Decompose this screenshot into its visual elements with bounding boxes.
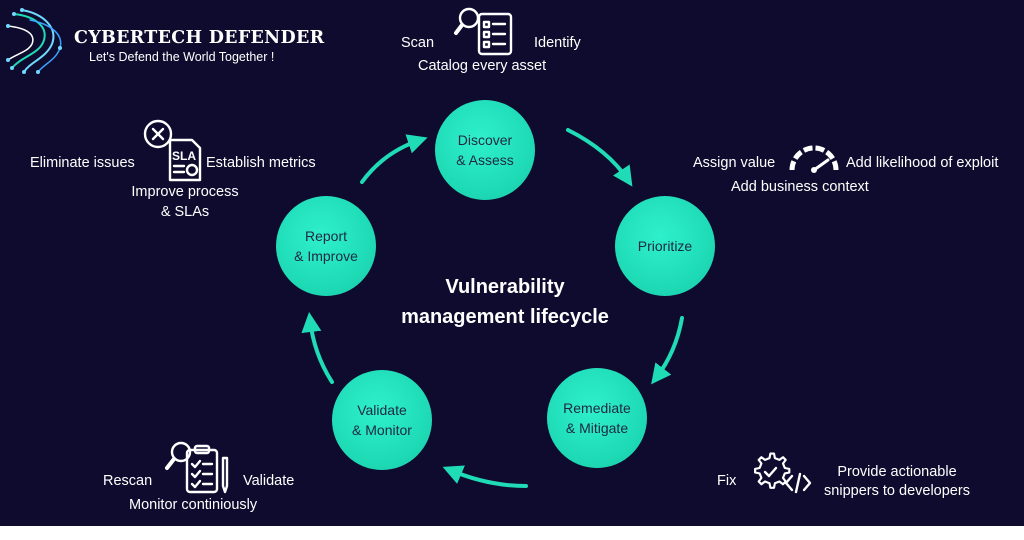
brand-name: CYBERTECH DEFENDER [74, 28, 325, 48]
annotation-fix: Fix [717, 473, 737, 489]
annotation-line: Provide actionable [837, 464, 957, 480]
annotation-eliminate: Eliminate issues [30, 155, 135, 171]
arrow-report-to-discover [360, 134, 428, 184]
stage-label: & Improve [294, 248, 358, 264]
sla-document-icon: SLA [143, 119, 202, 182]
annotation-line: snippers to developers [824, 483, 970, 499]
annotation-assign-value: Assign value [693, 155, 776, 171]
annotation-identify: Identify [534, 35, 581, 51]
gauge-icon [789, 145, 839, 173]
magnifier-checklist-icon [454, 7, 513, 56]
arrow-validate-to-report [301, 312, 334, 384]
annotation-monitor: Monitor continiously [129, 497, 258, 513]
stage-label: & Monitor [352, 422, 412, 438]
annotation-scan: Scan [401, 35, 435, 51]
stage-remediate-mitigate: Remediate & Mitigate [547, 368, 647, 468]
stage-label: & Mitigate [565, 420, 629, 436]
arrow-remediate-to-validate [442, 465, 528, 488]
diagram-title: Vulnerability management lifecycle [360, 272, 650, 332]
gear-code-icon [754, 452, 812, 494]
stage-label: Validate [357, 402, 407, 418]
annotation-business-context: Add business context [731, 179, 869, 195]
annotation-rescan: Rescan [103, 473, 153, 489]
stage-prioritize: Prioritize [615, 196, 715, 296]
stage-label: Report [304, 228, 348, 244]
stage-validate-monitor: Validate & Monitor [332, 370, 432, 470]
brand-tagline: Let's Defend the World Together ! [89, 50, 275, 64]
stage-label: Discover [457, 132, 513, 148]
title-line: Vulnerability [445, 276, 565, 298]
stage-label: Prioritize [637, 238, 693, 254]
annotation-improve: Improve process & SLAs [110, 182, 260, 222]
magnifier-clipboard-icon [165, 441, 229, 494]
arrow-prioritize-to-remediate [651, 316, 684, 385]
cycle-arrows [301, 128, 684, 488]
diagram-canvas: CYBERTECH DEFENDER Let's Defend the Worl… [0, 0, 1024, 526]
annotation-line: Improve process [131, 184, 239, 200]
stage-discover-assess: Discover & Assess [435, 100, 535, 200]
stage-label: Remediate [563, 400, 631, 416]
sla-badge-text: SLA [172, 149, 196, 163]
annotation-catalog: Catalog every asset [418, 58, 547, 74]
annotation-line: & SLAs [160, 204, 210, 220]
stage-label: & Assess [456, 152, 514, 168]
arrow-discover-to-prioritize [566, 128, 633, 187]
annotation-validate: Validate [243, 473, 295, 489]
annotation-likelihood: Add likelihood of exploit [846, 155, 999, 171]
stage-report-improve: Report & Improve [276, 196, 376, 296]
brand-logo-icon [6, 8, 62, 74]
annotation-actionable: Provide actionable snippers to developer… [817, 463, 977, 501]
title-line: management lifecycle [401, 306, 609, 328]
annotation-metrics: Establish metrics [206, 155, 316, 171]
